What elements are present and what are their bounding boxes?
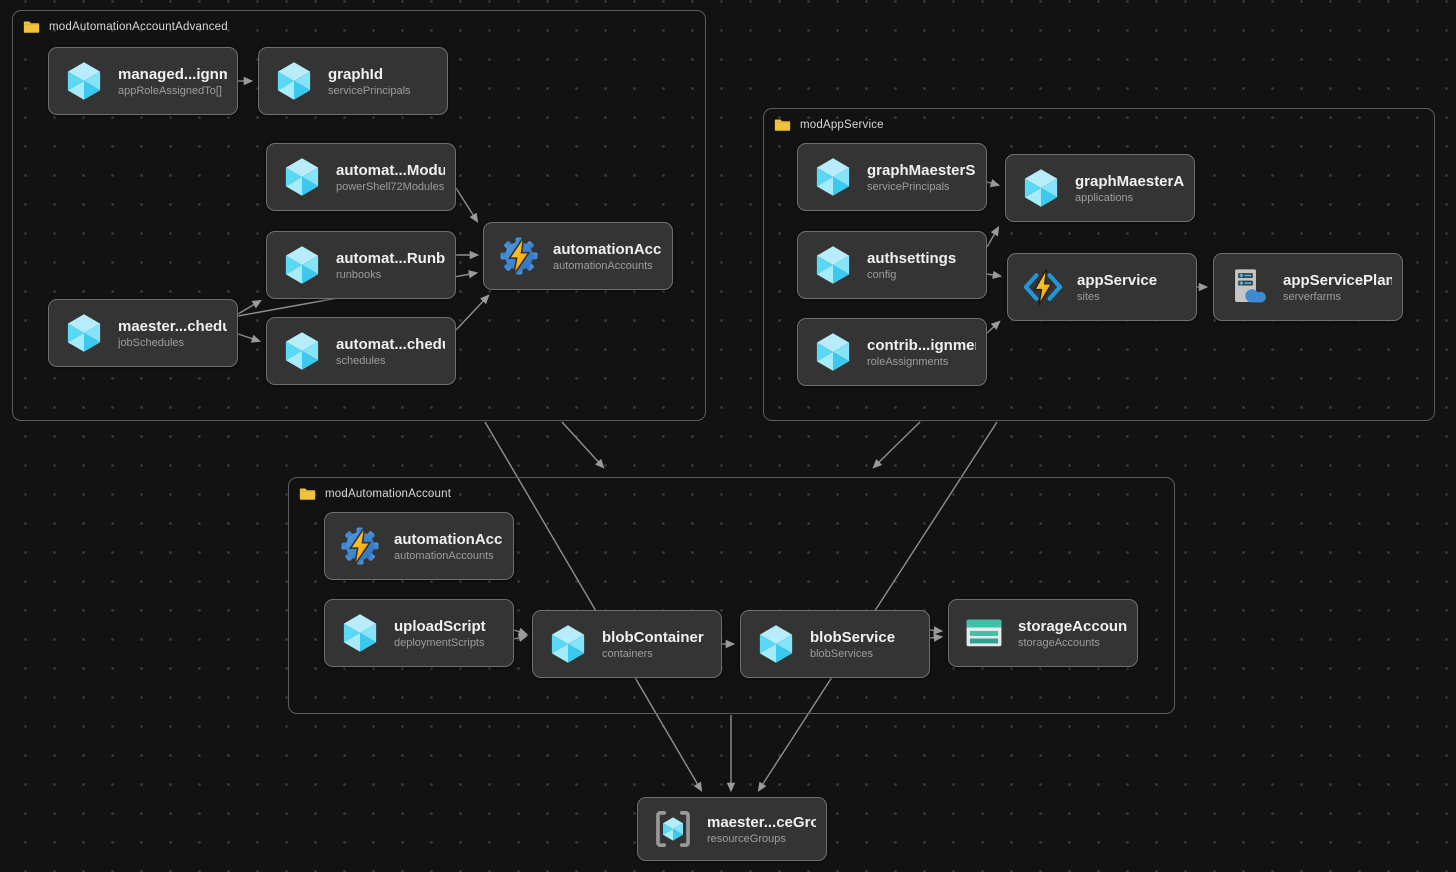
node-subtitle: powerShell72Modules[]	[336, 180, 445, 193]
node-subtitle: servicePrincipals	[867, 180, 950, 193]
node-subtitle: appRoleAssignedTo[]	[118, 84, 222, 97]
module-cube-icon	[280, 329, 324, 373]
module-cube-icon	[62, 311, 106, 355]
node-title: maester...ceGroup	[707, 813, 816, 831]
node-graph-maester-sp[interactable]: graphMaesterSp servicePrincipals	[797, 143, 987, 211]
node-title: graphMaesterApp	[1075, 172, 1184, 190]
node-subtitle: serverfarms	[1283, 290, 1342, 303]
group-label: modAppService	[800, 119, 884, 131]
node-title: managed...ignment	[118, 65, 227, 83]
module-cube-icon	[280, 243, 324, 287]
node-app-service-plan[interactable]: appServicePlan serverfarms	[1213, 253, 1403, 321]
node-title: blobService	[810, 628, 896, 646]
group-header: modAutomationAccount	[299, 487, 451, 501]
node-title: automat...chedule	[336, 335, 445, 353]
node-subtitle: config	[867, 268, 897, 281]
node-title: uploadScript	[394, 617, 486, 635]
node-authsettings[interactable]: authsettings config	[797, 231, 987, 299]
module-cube-icon	[1019, 166, 1063, 210]
node-title: maester...chedule	[118, 317, 227, 335]
module-cube-icon	[754, 622, 798, 666]
node-subtitle: blobServices	[810, 647, 873, 660]
group-mod-automation-account: modAutomationAccount	[288, 477, 1175, 714]
node-maester-resource-group[interactable]: maester...ceGroup resourceGroups	[637, 797, 827, 861]
folder-icon	[299, 487, 316, 501]
node-title: graphId	[328, 65, 383, 83]
node-automation-account[interactable]: automationAccount automationAccounts	[324, 512, 514, 580]
storage-account-icon	[962, 611, 1006, 655]
module-cube-icon	[280, 155, 324, 199]
node-title: blobContainer	[602, 628, 704, 646]
node-title: automat...Modules	[336, 161, 445, 179]
node-subtitle: sites	[1077, 290, 1100, 303]
node-automation-schedule[interactable]: automat...chedule schedules	[266, 317, 456, 385]
node-subtitle: containers	[602, 647, 653, 660]
node-title: contrib...ignment	[867, 336, 976, 354]
node-title: automationAccount	[394, 530, 503, 548]
group-header: modAppService	[774, 118, 884, 132]
node-automation-account-advanced[interactable]: automationAccount automationAccounts	[483, 222, 673, 290]
node-upload-script[interactable]: uploadScript deploymentScripts	[324, 599, 514, 667]
group-header: modAutomationAccountAdvanced	[23, 20, 228, 34]
module-cube-icon	[811, 330, 855, 374]
group-mod-app-service: modAppService	[763, 108, 1435, 421]
module-cube-icon	[546, 622, 590, 666]
folder-icon	[774, 118, 791, 132]
node-title: graphMaesterSp	[867, 161, 976, 179]
module-cube-icon	[338, 611, 382, 655]
module-cube-icon	[62, 59, 106, 103]
node-maester-job-schedule[interactable]: maester...chedule jobSchedules	[48, 299, 238, 367]
node-subtitle: deploymentScripts	[394, 636, 485, 649]
node-subtitle: runbooks	[336, 268, 382, 281]
module-cube-icon	[272, 59, 316, 103]
node-subtitle: servicePrincipals	[328, 84, 411, 97]
node-blob-service[interactable]: blobService blobServices	[740, 610, 930, 678]
node-subtitle: applications	[1075, 191, 1134, 204]
node-title: appServicePlan	[1283, 271, 1392, 289]
node-subtitle: schedules	[336, 354, 386, 367]
node-subtitle: storageAccounts	[1018, 636, 1100, 649]
folder-icon	[23, 20, 40, 34]
resource-group-icon	[651, 807, 695, 851]
node-subtitle: resourceGroups	[707, 832, 786, 845]
node-graph-maester-app[interactable]: graphMaesterApp applications	[1005, 154, 1195, 222]
node-subtitle: automationAccounts	[553, 259, 653, 272]
module-cube-icon	[811, 155, 855, 199]
node-subtitle: automationAccounts	[394, 549, 494, 562]
node-contributor-assignment[interactable]: contrib...ignment roleAssignments	[797, 318, 987, 386]
node-subtitle: jobSchedules	[118, 336, 185, 349]
node-title: automationAccount	[553, 240, 662, 258]
node-blob-container[interactable]: blobContainer containers	[532, 610, 722, 678]
node-automation-runbook[interactable]: automat...Runbook runbooks	[266, 231, 456, 299]
node-title: appService	[1077, 271, 1158, 289]
automation-gear-icon	[338, 524, 382, 568]
group-mod-automation-account-advanced: modAutomationAccountAdvanced	[12, 10, 706, 421]
node-graph-id[interactable]: graphId servicePrincipals	[258, 47, 448, 115]
node-title: storageAccount	[1018, 617, 1127, 635]
automation-gear-icon	[497, 234, 541, 278]
node-title: authsettings	[867, 249, 957, 267]
node-storage-account[interactable]: storageAccount storageAccounts	[948, 599, 1138, 667]
module-cube-icon	[811, 243, 855, 287]
group-label: modAutomationAccountAdvanced	[49, 21, 228, 33]
node-app-service[interactable]: appService sites	[1007, 253, 1197, 321]
node-subtitle: roleAssignments	[867, 355, 949, 368]
app-service-icon	[1021, 265, 1065, 309]
node-automation-modules[interactable]: automat...Modules powerShell72Modules[]	[266, 143, 456, 211]
node-title: automat...Runbook	[336, 249, 445, 267]
server-farm-icon	[1227, 265, 1271, 309]
group-label: modAutomationAccount	[325, 488, 452, 500]
node-managed-assignment[interactable]: managed...ignment appRoleAssignedTo[]	[48, 47, 238, 115]
